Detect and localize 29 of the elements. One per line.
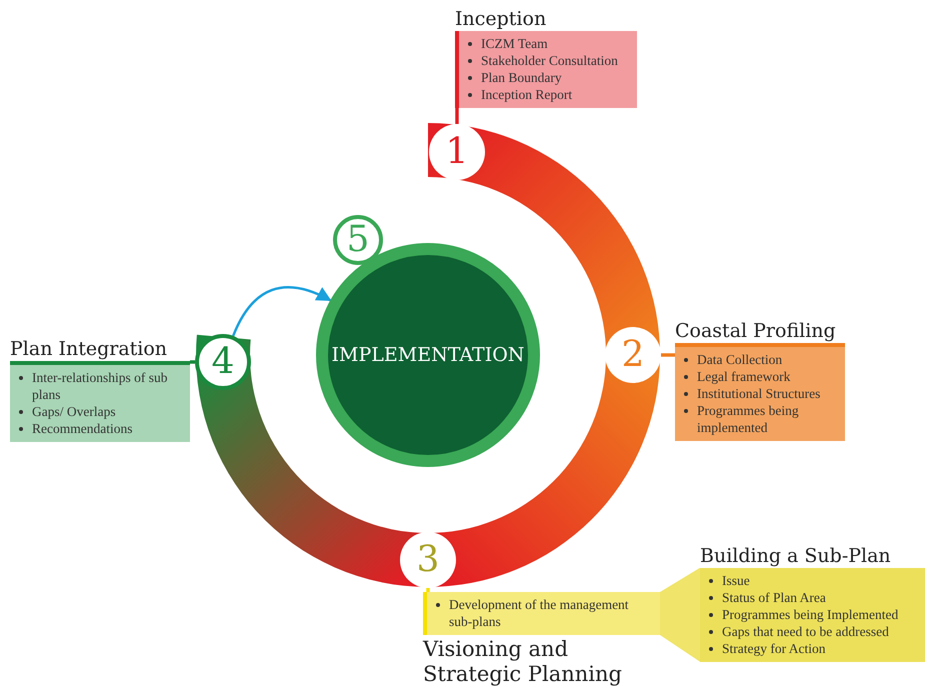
connector-line xyxy=(190,360,195,364)
bullet-item: Institutional Structures xyxy=(681,384,839,402)
bullet-item: Issue xyxy=(706,572,919,589)
connector-line xyxy=(661,353,675,357)
bullet-item: Stakeholder Consultation xyxy=(465,52,631,69)
bullet-item: Plan Boundary xyxy=(465,68,631,86)
connector-band xyxy=(660,568,700,662)
number-circle: 5 xyxy=(333,215,383,265)
step-heading: Building a Sub-Plan xyxy=(700,545,892,568)
bullet-item: Programmes being implemented xyxy=(681,402,839,436)
step-heading: Plan Integration xyxy=(10,338,168,361)
bullet-item: Recommendations xyxy=(16,420,184,437)
bullet-item: Gaps/ Overlaps xyxy=(16,402,184,420)
connector-line xyxy=(426,588,430,592)
bullet-item: Inter-relationships of sub plans xyxy=(16,368,184,403)
step-heading: Visioning and Strategic Planning xyxy=(423,637,623,688)
bullet-item: Development of the management sub-plans xyxy=(433,596,654,630)
bullet-item: Inception Report xyxy=(465,86,631,103)
bullet-item: Data Collection xyxy=(681,350,839,368)
connector-line xyxy=(455,108,459,124)
bullet-item: Status of Plan Area xyxy=(706,588,919,606)
bullet-item: Legal framework xyxy=(681,368,839,385)
bullet-item: Programmes being Implemented xyxy=(706,606,919,623)
bullet-item: ICZM Team xyxy=(465,34,631,52)
step-heading: Inception xyxy=(455,8,548,31)
step-heading: Coastal Profiling xyxy=(675,320,837,343)
bullet-item: Gaps that need to be addressed xyxy=(706,622,919,640)
bullet-item: Strategy for Action xyxy=(706,640,919,657)
arrow xyxy=(232,286,332,336)
